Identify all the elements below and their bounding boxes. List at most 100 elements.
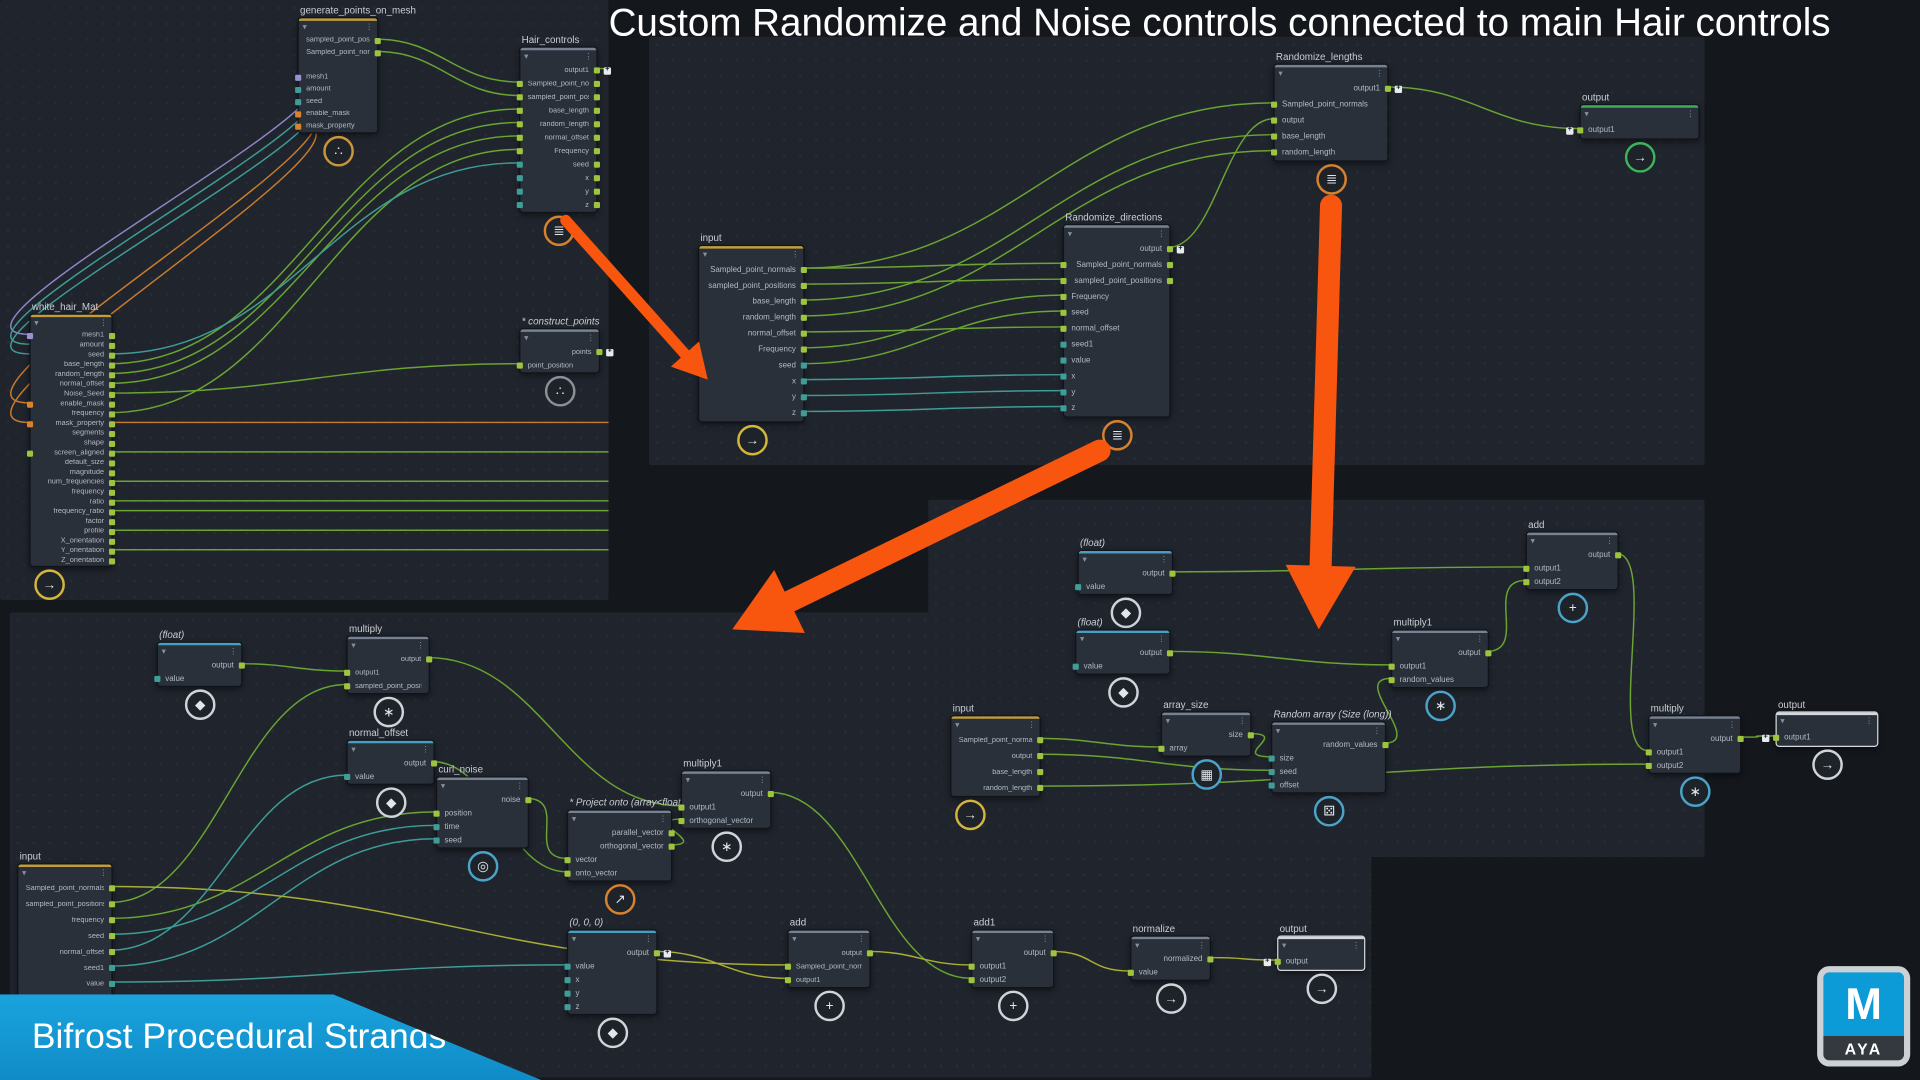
menu-icon[interactable]: ⋮ xyxy=(1727,721,1737,730)
port-out[interactable] xyxy=(1737,735,1744,743)
port-out[interactable] xyxy=(800,298,807,305)
port-in[interactable] xyxy=(1072,663,1079,670)
menu-icon[interactable]: ⋮ xyxy=(515,782,525,792)
node-randomize_lengths[interactable]: Randomize_lengths▾⋮output1+Sampled_point… xyxy=(1271,51,1403,195)
menu-icon[interactable]: ⋮ xyxy=(586,334,596,343)
port-in[interactable] xyxy=(344,669,351,676)
port-in[interactable] xyxy=(295,98,302,105)
port-out[interactable] xyxy=(108,948,116,956)
port-proxy[interactable]: + xyxy=(603,66,612,75)
menu-icon[interactable]: ⋮ xyxy=(1351,941,1361,951)
collapse-icon[interactable]: ▾ xyxy=(1653,721,1658,730)
collapse-icon[interactable]: ▾ xyxy=(1067,230,1073,239)
port-out[interactable] xyxy=(800,314,807,321)
port-out[interactable] xyxy=(593,67,600,74)
node-randomize_directions[interactable]: Randomize_directions▾⋮output+Sampled_poi… xyxy=(1060,212,1185,451)
collapse-icon[interactable]: ▾ xyxy=(1395,635,1401,645)
gem-icon[interactable]: ◆ xyxy=(184,689,216,720)
collapse-icon[interactable]: ▾ xyxy=(1584,110,1589,119)
port-in[interactable] xyxy=(784,963,792,970)
port-out[interactable] xyxy=(668,830,675,837)
port-out[interactable] xyxy=(800,362,807,369)
menu-icon[interactable]: ⋮ xyxy=(1159,555,1169,565)
port-out[interactable] xyxy=(596,348,603,356)
port-out[interactable] xyxy=(1050,950,1057,957)
port-in[interactable] xyxy=(1645,762,1652,769)
port-out[interactable] xyxy=(238,662,245,669)
port-out[interactable] xyxy=(593,188,600,195)
port-in[interactable] xyxy=(678,804,685,811)
menu-icon[interactable]: ⋮ xyxy=(228,647,238,657)
port-out[interactable] xyxy=(108,933,116,940)
port-in[interactable] xyxy=(1523,565,1530,572)
menu-icon[interactable]: ⋮ xyxy=(1237,717,1247,727)
collapse-icon[interactable]: ▾ xyxy=(1165,717,1171,727)
arrow-icon[interactable]: → xyxy=(34,569,65,600)
collapse-icon[interactable]: ▾ xyxy=(524,52,529,62)
port-out[interactable] xyxy=(525,797,532,804)
port-out[interactable] xyxy=(108,518,116,525)
port-out[interactable] xyxy=(1037,768,1044,776)
port-in[interactable] xyxy=(1271,149,1278,156)
node-random_array[interactable]: Random array (Size (long))▾⋮random_value… xyxy=(1268,709,1392,827)
port-out[interactable] xyxy=(800,330,807,337)
port-out[interactable] xyxy=(1207,956,1214,963)
collapse-icon[interactable]: ▾ xyxy=(1080,635,1085,645)
port-in[interactable] xyxy=(516,362,523,369)
collapse-icon[interactable]: ▾ xyxy=(440,782,446,792)
port-out[interactable] xyxy=(108,381,116,388)
port-out[interactable] xyxy=(593,107,600,114)
port-in[interactable] xyxy=(516,148,523,155)
port-out[interactable] xyxy=(1382,742,1389,749)
port-out[interactable] xyxy=(108,401,116,408)
port-proxy[interactable]: + xyxy=(1566,125,1574,135)
port-in[interactable] xyxy=(564,870,571,877)
port-in[interactable] xyxy=(516,188,523,195)
port-in[interactable] xyxy=(1060,389,1067,396)
port-out[interactable] xyxy=(593,202,600,209)
port-out[interactable] xyxy=(108,459,116,466)
menu-icon[interactable]: ⋮ xyxy=(757,776,767,785)
port-in[interactable] xyxy=(26,420,34,427)
menu-icon[interactable]: ⋮ xyxy=(857,935,866,945)
port-out[interactable] xyxy=(1247,732,1254,739)
port-proxy[interactable]: + xyxy=(606,347,614,357)
port-out[interactable] xyxy=(108,440,116,447)
port-in[interactable] xyxy=(1127,969,1134,976)
port-out[interactable] xyxy=(593,175,600,182)
port-in[interactable] xyxy=(1773,734,1780,741)
collapse-icon[interactable]: ▾ xyxy=(1282,941,1287,951)
node-construct_points[interactable]: * construct_points▾⋮points+point_positio… xyxy=(516,316,614,407)
menu-icon[interactable]: ⋮ xyxy=(1197,941,1207,951)
arrow-icon[interactable]: → xyxy=(955,799,986,831)
port-out[interactable] xyxy=(800,282,807,289)
menu-icon[interactable]: ⋮ xyxy=(1027,721,1036,730)
port-proxy[interactable]: + xyxy=(1176,244,1185,254)
port-in[interactable] xyxy=(1388,663,1395,670)
arrow-icon[interactable]: → xyxy=(1306,973,1338,1005)
port-proxy[interactable]: + xyxy=(663,948,672,958)
menu-icon[interactable]: ⋮ xyxy=(416,641,425,651)
collapse-icon[interactable]: ▾ xyxy=(161,647,166,657)
port-in[interactable] xyxy=(564,977,571,984)
port-out[interactable] xyxy=(1166,650,1174,657)
menu-icon[interactable]: ⋮ xyxy=(644,935,653,945)
port-out[interactable] xyxy=(653,950,660,957)
port-out[interactable] xyxy=(668,843,675,850)
port-out[interactable] xyxy=(593,121,600,128)
collapse-icon[interactable]: ▾ xyxy=(1082,555,1087,565)
port-in[interactable] xyxy=(1060,262,1067,269)
port-out[interactable] xyxy=(1166,246,1174,253)
port-out[interactable] xyxy=(108,498,116,506)
menu-icon[interactable]: ⋮ xyxy=(1157,635,1166,645)
port-in[interactable] xyxy=(516,94,523,101)
